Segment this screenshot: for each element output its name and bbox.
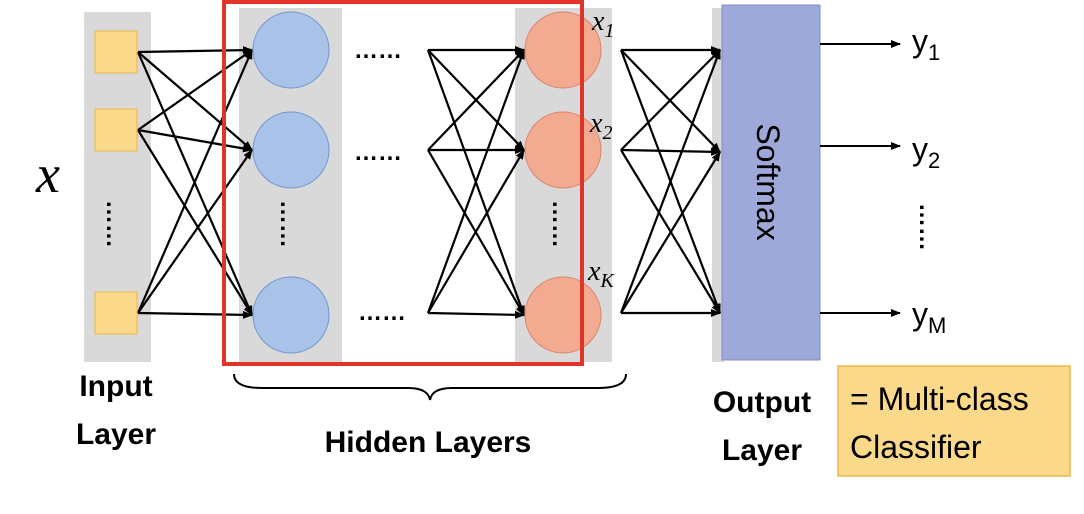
softmax-label: Softmax	[750, 123, 786, 240]
hidden-node-2	[252, 111, 330, 189]
feature-to-output-edge-3-1	[619, 49, 722, 314]
classifier-note-line1: = Multi-class	[850, 381, 1029, 417]
softmax-box	[721, 4, 821, 361]
input-to-hidden-edge-3-2	[137, 149, 253, 314]
input-to-hidden-edge-2-1	[137, 49, 253, 131]
classifier-note-box	[837, 365, 1071, 477]
hidden-node-1	[252, 11, 330, 89]
hidden-layers-highlight-box	[222, 0, 584, 366]
input-to-hidden-edge-2-2	[137, 128, 253, 153]
feature-vertical-dots: ……	[547, 200, 574, 248]
output-label-2: y2	[912, 131, 940, 173]
input-layer-label-line1: Input	[79, 370, 152, 403]
hidden-row-dots-3: ……	[358, 299, 406, 326]
hidden-to-feature-edge-3-1	[426, 49, 526, 314]
hidden-vertical-dots: ……	[275, 200, 302, 248]
feature-to-output-edge-2-1	[620, 49, 721, 151]
hidden-row-dots-2: ……	[354, 139, 402, 166]
classifier-note-line2: Classifier	[850, 429, 982, 465]
output-column-background	[712, 8, 724, 362]
hidden-node-3	[252, 276, 330, 354]
input-node-1	[94, 30, 138, 74]
output-label-3: yM	[912, 296, 946, 338]
input-to-hidden-edge-3-3	[137, 310, 253, 319]
feature-to-output-edge-2-2	[620, 147, 721, 156]
input-symbol: x	[35, 144, 60, 204]
output-layer-label-line2: Layer	[722, 434, 802, 467]
input-to-hidden-edge-3-1	[136, 49, 254, 314]
input-node-2	[94, 108, 138, 152]
feature-label-2: x2	[589, 108, 612, 144]
input-layer-label-line2: Layer	[76, 418, 156, 451]
hidden-to-feature-edge-3-3	[427, 310, 525, 319]
feature-node-1	[524, 11, 602, 89]
feature-to-output-edge-3-2	[620, 151, 721, 314]
input-to-hidden-edge-1-2	[137, 51, 253, 151]
output-vertical-dots: ……	[914, 203, 941, 251]
hidden-to-feature-edge-2-1	[427, 49, 525, 151]
input-vertical-dots: ……	[101, 200, 128, 248]
feature-label-1: x1	[591, 6, 614, 42]
hidden-layers-label: Hidden Layers	[325, 426, 532, 459]
output-layer-label-line1: Output	[713, 386, 811, 419]
hidden-layers-brace	[233, 373, 627, 401]
input-to-hidden-edge-1-1	[137, 46, 253, 55]
connection-lines	[136, 46, 722, 319]
feature-node-3	[524, 276, 602, 354]
input-node-3	[94, 291, 138, 335]
output-label-1: y1	[912, 23, 940, 65]
feature-label-3: xK	[587, 256, 615, 292]
hidden-to-feature-edge-3-2	[427, 149, 525, 314]
input-to-hidden-edge-2-3	[137, 129, 253, 316]
hidden-row-dots-1: ……	[354, 37, 402, 64]
